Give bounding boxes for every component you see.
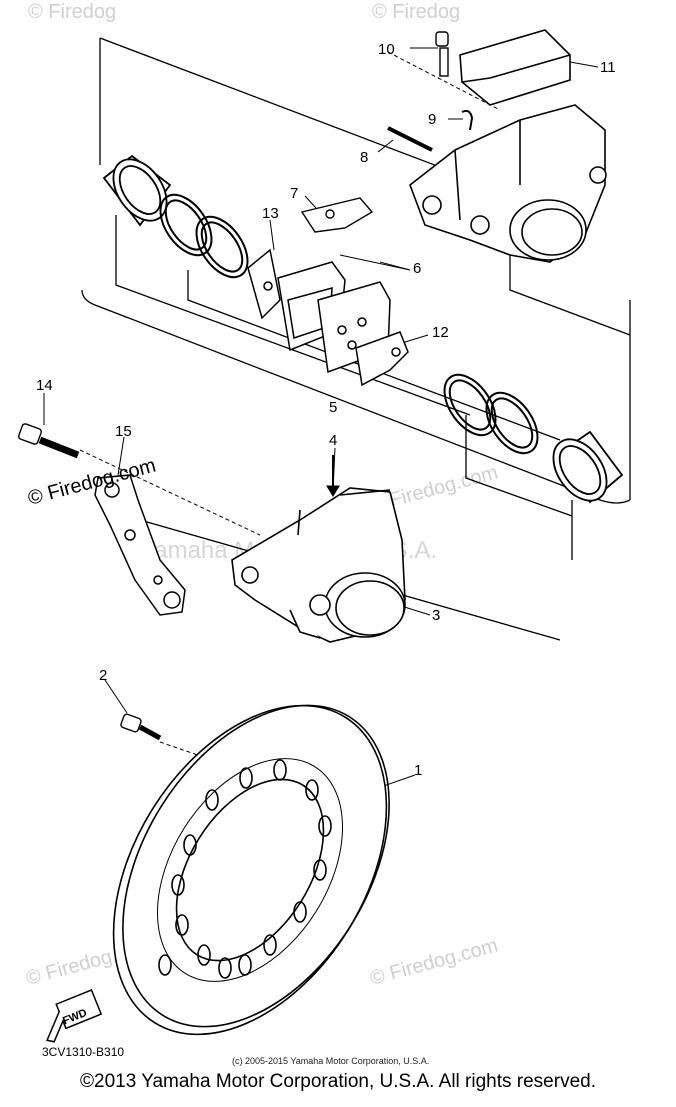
dashed-bolt-path-bracket (79, 449, 261, 536)
dashed-bolt-path-top (387, 51, 501, 111)
callout-5: 5 (329, 399, 337, 416)
callout-7: 7 (290, 185, 298, 202)
piston-left (102, 154, 172, 227)
seal-right-outer (443, 373, 497, 437)
diagram-code: 3CV1310-B310 (42, 1045, 124, 1059)
pad-pin (387, 126, 433, 152)
seal-left-inner (195, 215, 249, 279)
seal-left-outer (159, 193, 213, 257)
callout-10: 10 (378, 41, 395, 58)
callout-11: 11 (600, 59, 616, 76)
callout-14: 14 (36, 377, 53, 394)
callout-15: 15 (115, 423, 132, 440)
callout-9: 9 (428, 111, 436, 128)
caliper-body-upper (409, 104, 607, 263)
pin-clip (461, 109, 474, 131)
brake-disc (112, 704, 390, 1036)
small-copyright: (c) 2005-2015 Yamaha Motor Corporation, … (232, 1056, 429, 1066)
pad-spring (300, 197, 374, 233)
callout-8: 8 (360, 149, 368, 166)
piston-right (552, 430, 624, 504)
disc-bolt (120, 713, 162, 741)
callout-4: 4 (329, 432, 337, 449)
callout-2: 2 (99, 667, 107, 684)
bracket-bolt (18, 423, 80, 459)
pad-shim-12 (355, 331, 409, 387)
pad-shim (247, 248, 281, 320)
callout-6: 6 (413, 260, 421, 277)
fwd-arrow: FWD (46, 989, 103, 1043)
assembly-arrow (326, 455, 340, 497)
caliper-bracket (94, 474, 186, 616)
callout-3: 3 (432, 607, 440, 624)
bleed-screw (435, 31, 449, 77)
seal-right-inner (485, 391, 539, 455)
footer-copyright: ©2013 Yamaha Motor Corporation, U.S.A. A… (80, 1071, 596, 1092)
callout-13: 13 (262, 205, 279, 222)
watermark-firedog-top-left: © Firedog (28, 1, 116, 23)
caliper-assembly (231, 487, 406, 643)
watermark-firedog-top-right: © Firedog (372, 1, 460, 23)
callout-12: 12 (432, 324, 449, 341)
caliper-cover (459, 29, 571, 106)
callout-1: 1 (414, 762, 422, 779)
watermark-firedog-bottom-right: © Firedog.com (368, 935, 501, 990)
